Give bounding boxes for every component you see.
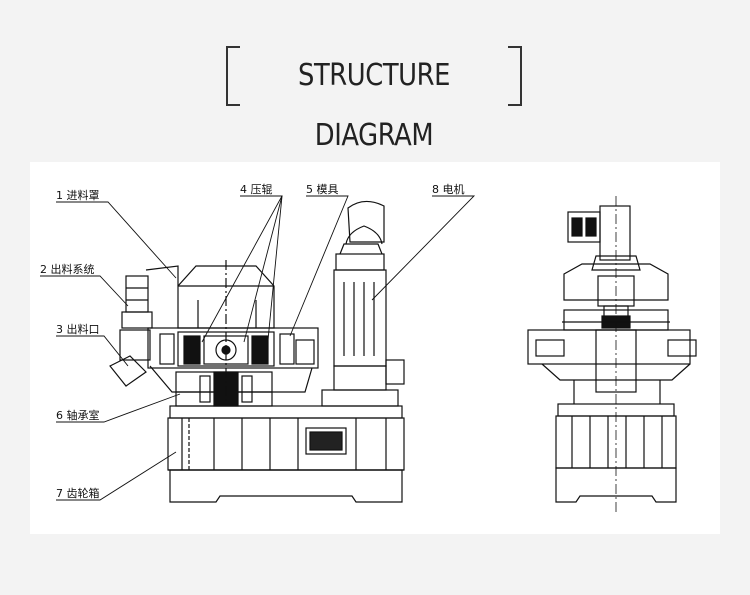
discharge-outlet-part [109,329,151,387]
motor-part [321,200,405,407]
gearbox-part [167,405,405,503]
label-feed-hood: 1 进料罩 [56,188,100,202]
side-view-machine [40,195,476,503]
label-gearbox: 7 齿轮箱 [56,486,100,500]
label-press-roller: 4 压辊 [240,182,273,196]
discharge-system-part [121,275,153,329]
label-discharge-system: 2 出料系统 [40,262,95,276]
die-roller-part [147,260,319,404]
title-frame: STRUCTURE DIAGRAM [226,46,522,153]
label-die: 5 模具 [306,183,339,196]
title-bracket-right [508,46,522,106]
feed-hood-part [145,265,275,329]
page-title: STRUCTURE DIAGRAM [298,58,450,153]
label-bearing-chamber: 6 轴承室 [56,408,100,422]
leader-lines [40,195,476,501]
title-bracket-left [226,46,240,106]
label-discharge-outlet: 3 出料口 [56,322,100,336]
bearing-chamber-part [149,365,313,407]
front-view-machine [527,196,697,512]
label-motor: 8 电机 [432,182,465,196]
